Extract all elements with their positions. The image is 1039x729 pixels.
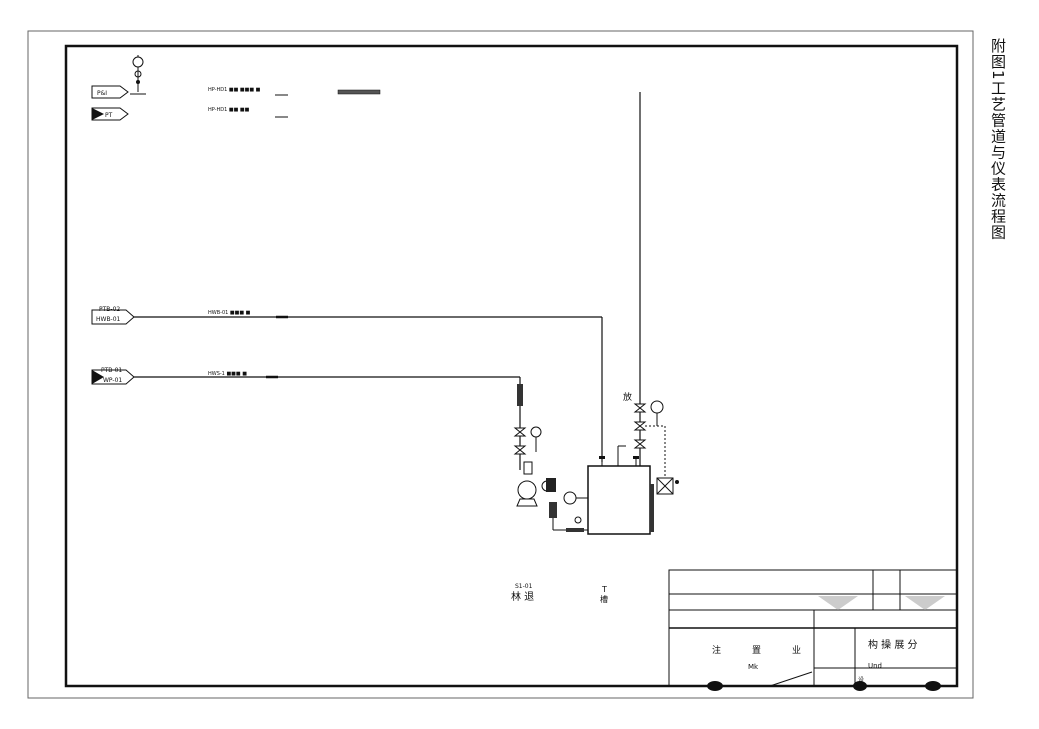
vent-stack: 放 [623,92,666,478]
title-right-sub: Und [868,662,882,670]
flexible-hose-icon [517,384,523,406]
feed-pump [516,461,556,507]
annotation-bottom-left-main: 林 退 [511,590,534,603]
legend-row2-label: HP-HD1 ■■ ■■ [208,107,250,113]
legend-row1-label: HP-HD1 ■■ ■■■ ■ [208,87,261,93]
legend-tag-1: P&I [97,90,107,97]
heater-icon [563,491,577,505]
title-cell-c: 业 [792,645,801,656]
pump-icon [517,480,537,500]
gate-valve-icon [633,403,647,413]
title-right-small: 设 [858,676,864,684]
lower-source-tag: PTB-01 [101,367,122,374]
title-cell-a: 注 [712,644,721,656]
title-block: 注 置 业 Mk 构 操 展 分 Und 设 [668,569,958,691]
annotation-bottom-mid-main: 槽 [600,594,608,604]
lower-source-sub: WP-01 [103,377,122,384]
outer-frame [27,30,974,699]
check-valve-icon [513,445,527,455]
gate-valve-icon [633,439,647,449]
title-cell-d: Mk [748,663,759,671]
offpage-connector-icon [91,85,129,99]
annotation-bottom-left-top: S1-01 [515,583,533,590]
vessel-body [587,465,651,535]
gate-valve-icon [633,421,647,431]
legend-tag-2: PT [105,112,113,119]
pressure-gauge-icon [530,426,542,438]
level-gauge-icon [650,484,654,532]
upper-inlet-stream: PTB-02 HWB-01 HWB-01 ■■■ ■ [91,306,603,462]
drawing-caption: 附图1工艺管道与仪表流程图 [989,38,1007,241]
lower-inlet-stream: PTB-01 WP-01 HWS-1 ■■■ ■ [91,367,542,470]
upper-source-tag: PTB-02 [99,306,120,313]
vent-label: 放 [623,391,632,403]
drawing-border [64,44,959,688]
upper-line-label: HWB-01 ■■■ ■ [208,310,251,316]
offpage-connector-icon [91,309,135,325]
upper-source-sub: HWB-01 [96,316,121,323]
pressure-indicator-icon [650,400,664,414]
main-vessel [549,445,679,535]
insulation-pattern-icon [337,89,381,95]
title-right-main: 构 操 展 分 [868,638,918,651]
gate-valve-icon [513,427,527,437]
lower-line-label: HWS-1 ■■■ ■ [208,371,247,377]
instrument-bubble-icon [132,56,144,68]
legend: P&I PT HP-HD1 ■■ ■■■ ■ HP-HD1 ■■ ■■ [91,55,381,121]
title-cell-b: 置 [752,645,761,656]
annotation-bottom-mid-top: T [601,585,607,594]
